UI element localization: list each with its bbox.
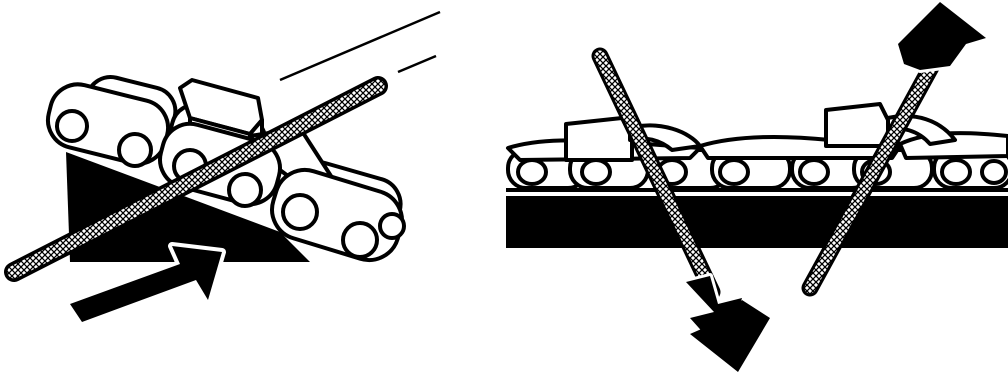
right-panel [506, 2, 1008, 372]
guide-bar-right [506, 196, 1008, 248]
motion-line-upper [280, 12, 440, 80]
up-stroke-arrow [898, 2, 986, 70]
motion-line-lower [398, 56, 436, 72]
left-panel [14, 12, 440, 322]
tooth-bodies [508, 104, 1008, 160]
down-stroke-arrow [686, 276, 770, 372]
